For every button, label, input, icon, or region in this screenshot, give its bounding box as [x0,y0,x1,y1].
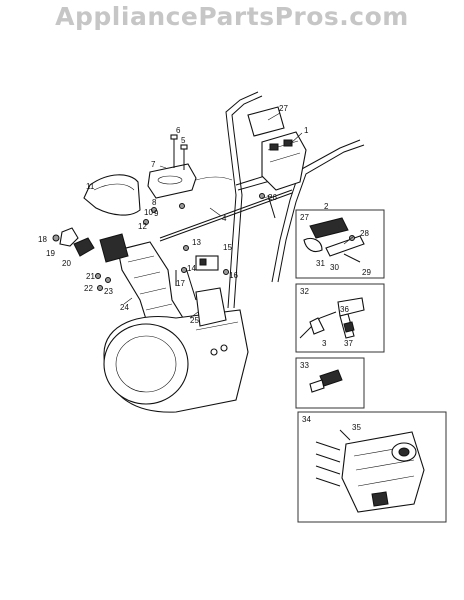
callout-9: 9 [154,209,159,218]
trigger-assembly [299,297,365,339]
callout-4: 4 [222,214,227,223]
callout-35: 35 [352,423,361,432]
callout-31: 31 [316,259,325,268]
chute-fasteners [52,193,265,291]
discharge-chute [99,233,189,341]
callout-15: 15 [223,243,232,252]
inset-34-label: 34 [302,415,311,424]
inset-32-label: 32 [300,287,309,296]
handle-frame [225,91,365,309]
callout-26: 26 [268,193,277,202]
callout-6: 6 [176,126,181,135]
callout-20: 20 [62,259,71,268]
callout-18: 18 [38,235,47,244]
inset-33-label: 33 [300,361,309,370]
callout-25: 25 [190,316,199,325]
watermark-logo: AppliancePartsPros.com [55,2,409,31]
auger-housing [103,309,249,413]
switch-part [309,369,343,393]
inset-27-label: 27 [300,213,309,222]
drive-assembly [315,429,425,513]
callout-21: 21 [86,272,95,281]
callout-29: 29 [362,268,371,277]
callout-labels: 1 5 6 7 8 9 10 11 12 13 14 15 16 17 18 1… [38,104,371,432]
callout-5: 5 [181,136,186,145]
chute-deflector [83,174,141,216]
callout-10: 10 [144,208,153,217]
callout-2: 2 [324,202,329,211]
bolts [170,134,188,170]
callout-3: 3 [322,339,327,348]
inset-box-33 [295,357,365,409]
callout-1: 1 [304,126,309,135]
callout-11: 11 [86,182,95,191]
callout-23: 23 [104,287,113,296]
callout-37: 37 [344,339,353,348]
deflector-cover [147,163,233,199]
callout-22: 22 [84,284,93,293]
callout-36: 36 [340,305,349,314]
callout-12: 12 [138,222,147,231]
chute-crank-rod [159,189,293,242]
inset-box-34 [297,411,447,523]
callout-19: 19 [46,249,55,258]
leader-lines [123,112,355,319]
handle-grip [303,217,365,263]
inset-box-27 [295,209,385,279]
callout-16: 16 [229,271,238,280]
callout-27: 27 [279,104,288,113]
callout-13: 13 [192,238,201,247]
callout-7: 7 [151,160,156,169]
callout-8: 8 [152,198,157,207]
callout-17: 17 [176,279,185,288]
callout-30: 30 [330,263,339,272]
callout-24: 24 [120,303,129,312]
control-panel [247,106,307,191]
callout-14: 14 [187,264,196,273]
inset-box-32 [295,283,385,353]
callout-28: 28 [360,229,369,238]
chute-rotator [175,255,227,327]
